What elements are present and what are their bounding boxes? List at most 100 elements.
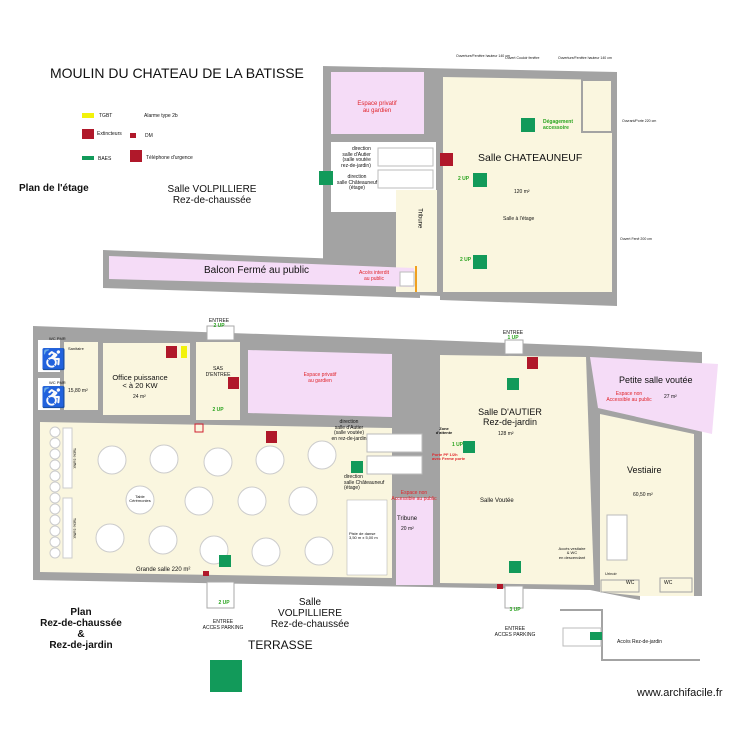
espace-non-accessible: Espace non Accessible au public <box>391 490 437 502</box>
tables <box>95 440 337 567</box>
wc-2-label: WC <box>664 580 673 586</box>
assembly-point-icon <box>210 660 242 692</box>
tgbt-icon <box>181 346 187 358</box>
zone-attente-label: Zone d'attente <box>435 426 453 436</box>
salle-voutee-label: Salle Voutée <box>480 498 514 504</box>
balcony <box>109 256 414 287</box>
degagement-label: Dégagement accessoire <box>543 119 574 131</box>
petite-salle-room <box>590 357 718 434</box>
lower-volpilliere-label: Salle VOLPILLIERE Rez-de-chaussée <box>270 597 350 630</box>
entree-parking-up: 2 UP <box>218 600 230 606</box>
dance-floor <box>346 499 388 576</box>
exit-arrow-icon <box>463 441 475 453</box>
extinguisher-icon <box>166 346 177 358</box>
vestiaire-area: 60,50 m² <box>633 492 653 498</box>
vestiaire-room <box>600 414 694 596</box>
wc-1-label: WC <box>626 580 635 586</box>
exit-arrow-icon <box>509 561 521 573</box>
table <box>95 523 125 553</box>
upper-up-1: 2 UP <box>458 176 470 182</box>
legend-alarm: Alarme type 2b <box>144 113 178 119</box>
doors <box>206 325 524 609</box>
table <box>149 444 179 474</box>
sas-label: SAS D'ENTREE <box>205 366 231 378</box>
upper-private-label: Espace privatif au gardien <box>357 101 397 114</box>
lower-private-room <box>248 350 392 417</box>
manual-call-point-icon <box>130 133 136 138</box>
petite-salle-label: Petite salle voutée <box>619 375 693 385</box>
baes-icon <box>82 156 94 160</box>
sanitaire-area: 15,80 m² <box>68 388 88 394</box>
extinguisher-icon <box>82 129 94 139</box>
upper-private-room <box>331 72 424 134</box>
legend-dm: DM <box>145 133 153 139</box>
table <box>184 486 214 516</box>
upper-tribune-label: Tribune <box>416 208 423 229</box>
fire-icons <box>82 129 538 589</box>
balcon-acces-interdit: Accès interdit au public <box>358 270 390 282</box>
manual-call-point-icon <box>203 571 209 576</box>
office-label: Office puissance < à 20 KW <box>112 373 168 391</box>
grande-salle-room <box>40 422 392 578</box>
exit-arrow-icon <box>473 255 487 269</box>
acces-vestiaire-label: Accès vestiaire & WC en descendant <box>558 546 586 560</box>
autier-entree: ENTREE <box>502 330 524 336</box>
table <box>237 486 267 516</box>
office-area: 24 m² <box>133 394 146 400</box>
tribune-lower <box>396 498 433 585</box>
urinoir-label: Urinoir <box>605 571 617 576</box>
wc-vestiaire-2 <box>659 577 693 593</box>
autier-area: 128 m² <box>498 431 514 437</box>
upper-up-2: 2 UP <box>460 257 472 263</box>
exit-arrow-icon <box>319 171 333 185</box>
autier-parking-label: ENTREE ACCES PARKING <box>494 626 536 638</box>
upper-direction-autier: direction salle d'Autier (salle voutée r… <box>341 146 371 169</box>
salle-autier-label: Salle D'AUTIER Rez-de-jardin <box>478 407 542 427</box>
sas-up: 2 UP <box>212 407 224 413</box>
wc-pmr-1 <box>38 340 60 372</box>
autier-up: 1 UP <box>452 442 464 448</box>
manual-call-point-icon <box>497 584 503 589</box>
exit-signs <box>82 118 602 692</box>
watermark[interactable]: www.archifacile.fr <box>637 687 723 699</box>
buffet-table-1: Table buffet <box>72 447 78 469</box>
dance-floor-label: Piste de danse 3,50 m x 5,00 m <box>349 531 378 541</box>
exit-arrow-icon <box>507 378 519 390</box>
svg-text:♿: ♿ <box>41 347 66 371</box>
autier-parking-up: 3 UP <box>509 607 521 613</box>
exit-arrow-icon <box>219 555 231 567</box>
emergency-phone-icon <box>130 150 142 162</box>
lower-tribune-label: Tribune <box>397 516 418 522</box>
entree-parking-label: ENTREE ACCES PARKING <box>202 619 244 631</box>
upper-staircase <box>377 147 434 287</box>
table <box>255 445 285 475</box>
wheelchair-icons: ♿♿ <box>41 347 66 409</box>
window-note: Ouverture/Fenêtre hauteur 140 cm <box>456 54 510 58</box>
legend-phone: Téléphone d'urgence <box>146 155 193 161</box>
extinguisher-icon <box>440 153 453 166</box>
window-note: Ouvrant/Porte 220 cm <box>622 119 657 123</box>
lower-private-label: Espace privatif au gardien <box>303 372 337 384</box>
vestiaire-stairs <box>606 514 628 561</box>
petite-non-accessible: Espace non Accessible au public <box>606 391 652 403</box>
upper-volpilliere-label: Salle VOLPILLIERE Rez-de-chaussée <box>167 184 257 206</box>
table <box>288 486 318 516</box>
balcon-label: Balcon Fermé au public <box>204 265 310 276</box>
tgbt-icon <box>82 113 94 118</box>
svg-text:♿: ♿ <box>41 385 66 409</box>
wc-pmr-2 <box>38 378 60 410</box>
window-note: Ouvert Couloir fenêtre <box>505 56 540 60</box>
tribune-area: 20 m² <box>401 526 414 532</box>
lower-direction-autier: direction salle d'Autier (salle voutée) … <box>331 419 367 442</box>
exit-arrow-icon <box>521 118 535 132</box>
lower-direction-chateauneuf: direction salle Châteauneuf (étage) <box>344 474 385 491</box>
table <box>304 536 334 566</box>
entree-top-up: 2 UP <box>213 323 225 329</box>
buffet-table-2: Table buffet <box>72 517 78 539</box>
table <box>203 447 233 477</box>
tribune-corridor <box>396 190 437 292</box>
extinguisher-icon <box>266 431 277 443</box>
window-note: Ouvert Fenê 200 cm <box>620 237 652 241</box>
